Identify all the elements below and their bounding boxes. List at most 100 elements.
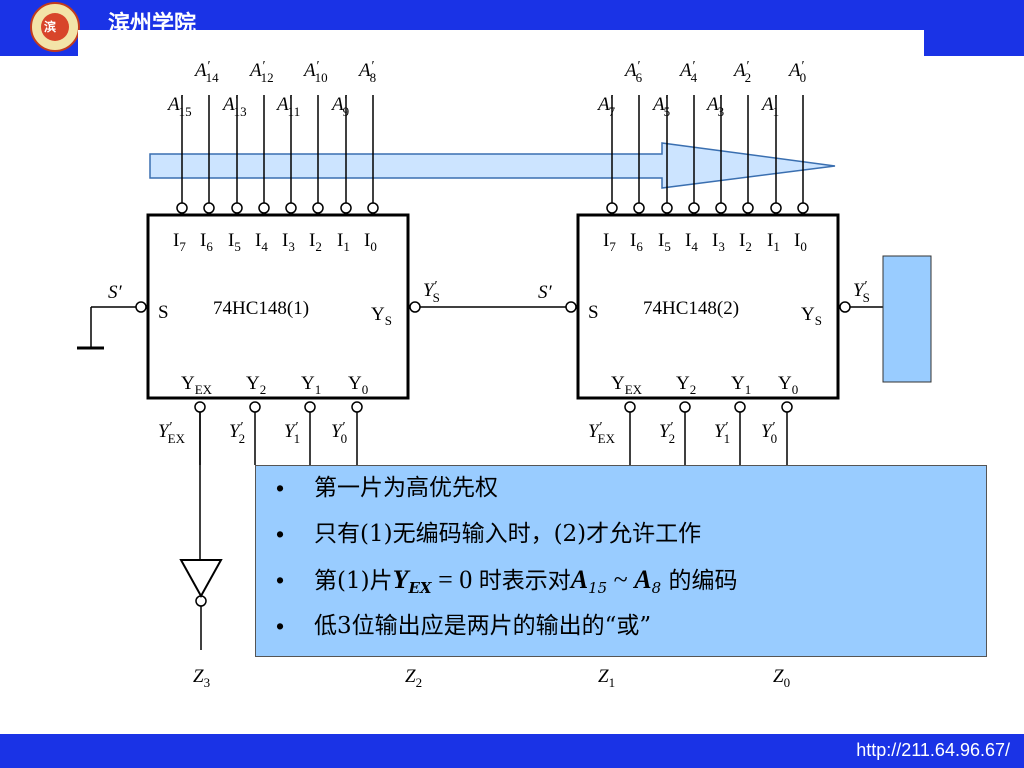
address-label: A′1	[760, 93, 779, 119]
output-prime-label: Y′1	[714, 420, 730, 446]
logo-emblem-icon	[41, 13, 69, 41]
address-bus-arrow	[149, 142, 836, 189]
note-text-3c: 的编码	[661, 568, 738, 594]
note-item-2: •只有(1)无编码输入时，(2)才允许工作	[256, 514, 986, 560]
output-prime-label: Y′0	[331, 420, 347, 446]
chip-input-label: I1	[337, 230, 350, 254]
formula-a15-sub: 15	[588, 579, 608, 597]
output-prime-label: Y′2	[229, 420, 245, 446]
chip-1-body	[146, 213, 410, 400]
ys-prime-label: Y′S	[423, 279, 440, 305]
chip-input-label: I3	[712, 230, 725, 254]
chip-part-label: 74HC148(2)	[643, 298, 739, 319]
input-bubble	[661, 202, 673, 214]
address-label: A′4	[678, 59, 698, 85]
address-label: A′15	[166, 93, 192, 119]
output-bubble	[624, 401, 636, 413]
input-bubble	[367, 202, 379, 214]
output-prime-label: Y′2	[659, 420, 675, 446]
chip-ys-label: YS	[371, 304, 392, 328]
input-bubble	[176, 202, 188, 214]
s-bubble	[135, 301, 147, 313]
input-bubble	[633, 202, 645, 214]
logo-text: 滨	[44, 20, 57, 34]
chip-s-label: S	[158, 302, 169, 323]
address-label: A′8	[357, 59, 376, 85]
chip-input-label: I7	[173, 230, 186, 254]
wires	[90, 95, 883, 650]
note-item-3: •第(1)片YEX = 0 时表示对A15 ~ A8 的编码	[256, 560, 986, 606]
formula-a8: A	[634, 565, 652, 594]
formula-y-sub: EX	[408, 579, 432, 597]
address-label: A′12	[248, 59, 274, 85]
address-label: A′13	[221, 93, 247, 119]
address-label: A′0	[787, 59, 806, 85]
chip-2-body	[576, 213, 840, 400]
note-text-2: 只有(1)无编码输入时，(2)才允许工作	[314, 521, 702, 547]
output-bubble	[304, 401, 316, 413]
output-prime-label: Y′EX	[158, 420, 186, 446]
output-bubble	[679, 401, 691, 413]
output-prime-label: Y′EX	[588, 420, 616, 446]
address-label: A′2	[732, 59, 751, 85]
address-label: A′11	[275, 93, 300, 119]
formula-y: Y	[392, 565, 409, 594]
chip-output-label: Y0	[778, 373, 798, 397]
chip-input-label: I0	[364, 230, 377, 254]
address-label: A′5	[651, 93, 670, 119]
chip-input-label: I4	[255, 230, 268, 254]
bullet: •	[276, 613, 285, 639]
z-output-label: Z1	[598, 666, 615, 690]
input-bubble	[688, 202, 700, 214]
note-text-3b: 时表示对	[478, 568, 571, 594]
chip-input-label: I2	[739, 230, 752, 254]
input-bubble	[203, 202, 215, 214]
address-label: A′14	[193, 59, 219, 85]
note-text-3a: 第(1)片	[314, 568, 393, 594]
output-prime-label: Y′1	[284, 420, 300, 446]
ys-prime-label: Y′S	[853, 279, 870, 305]
chip-output-label: Y2	[676, 373, 696, 397]
z-output-label: Z2	[405, 666, 422, 690]
address-label: A′3	[705, 93, 724, 119]
chip-output-label: Y1	[301, 373, 321, 397]
s-bubble	[565, 301, 577, 313]
formula-a15: A	[570, 565, 589, 594]
header-bar: 滨 滨州学院	[0, 0, 1024, 56]
input-bubble	[797, 202, 809, 214]
ys-bubble	[409, 301, 421, 313]
chip-input-label: I7	[603, 230, 616, 254]
input-bubble	[231, 202, 243, 214]
input-bubble	[606, 202, 618, 214]
chip-input-label: I0	[794, 230, 807, 254]
output-bubble	[781, 401, 793, 413]
output-bubble	[249, 401, 261, 413]
chip-output-label: YEX	[181, 373, 213, 397]
output-bubble	[351, 401, 363, 413]
ys-bubble	[839, 301, 851, 313]
address-label: A′7	[596, 93, 616, 119]
formula-tilde: ~	[607, 565, 635, 594]
output-bubble	[194, 401, 206, 413]
note-item-1: •第一片为高优先权	[256, 468, 986, 514]
input-bubble	[340, 202, 352, 214]
input-bubble	[258, 202, 270, 214]
input-bubble	[285, 202, 297, 214]
note-item-4: •低3位输出应是两片的输出的“或”	[256, 606, 986, 652]
chip-input-label: I5	[228, 230, 241, 254]
chip-input-label: I2	[309, 230, 322, 254]
chip-output-label: YEX	[611, 373, 643, 397]
note-text-1: 第一片为高优先权	[314, 475, 498, 501]
input-bubble	[770, 202, 782, 214]
chip-input-label: I6	[630, 230, 643, 254]
s-prime-label: S′	[538, 282, 553, 303]
chip-s-label: S	[588, 302, 599, 323]
chip-input-label: I5	[658, 230, 671, 254]
school-logo: 滨	[30, 2, 80, 52]
input-bubble	[715, 202, 727, 214]
chip-output-label: Y1	[731, 373, 751, 397]
chip-part-label: 74HC148(1)	[213, 298, 309, 319]
s-prime-label: S′	[108, 282, 123, 303]
header-white-band	[78, 30, 924, 56]
